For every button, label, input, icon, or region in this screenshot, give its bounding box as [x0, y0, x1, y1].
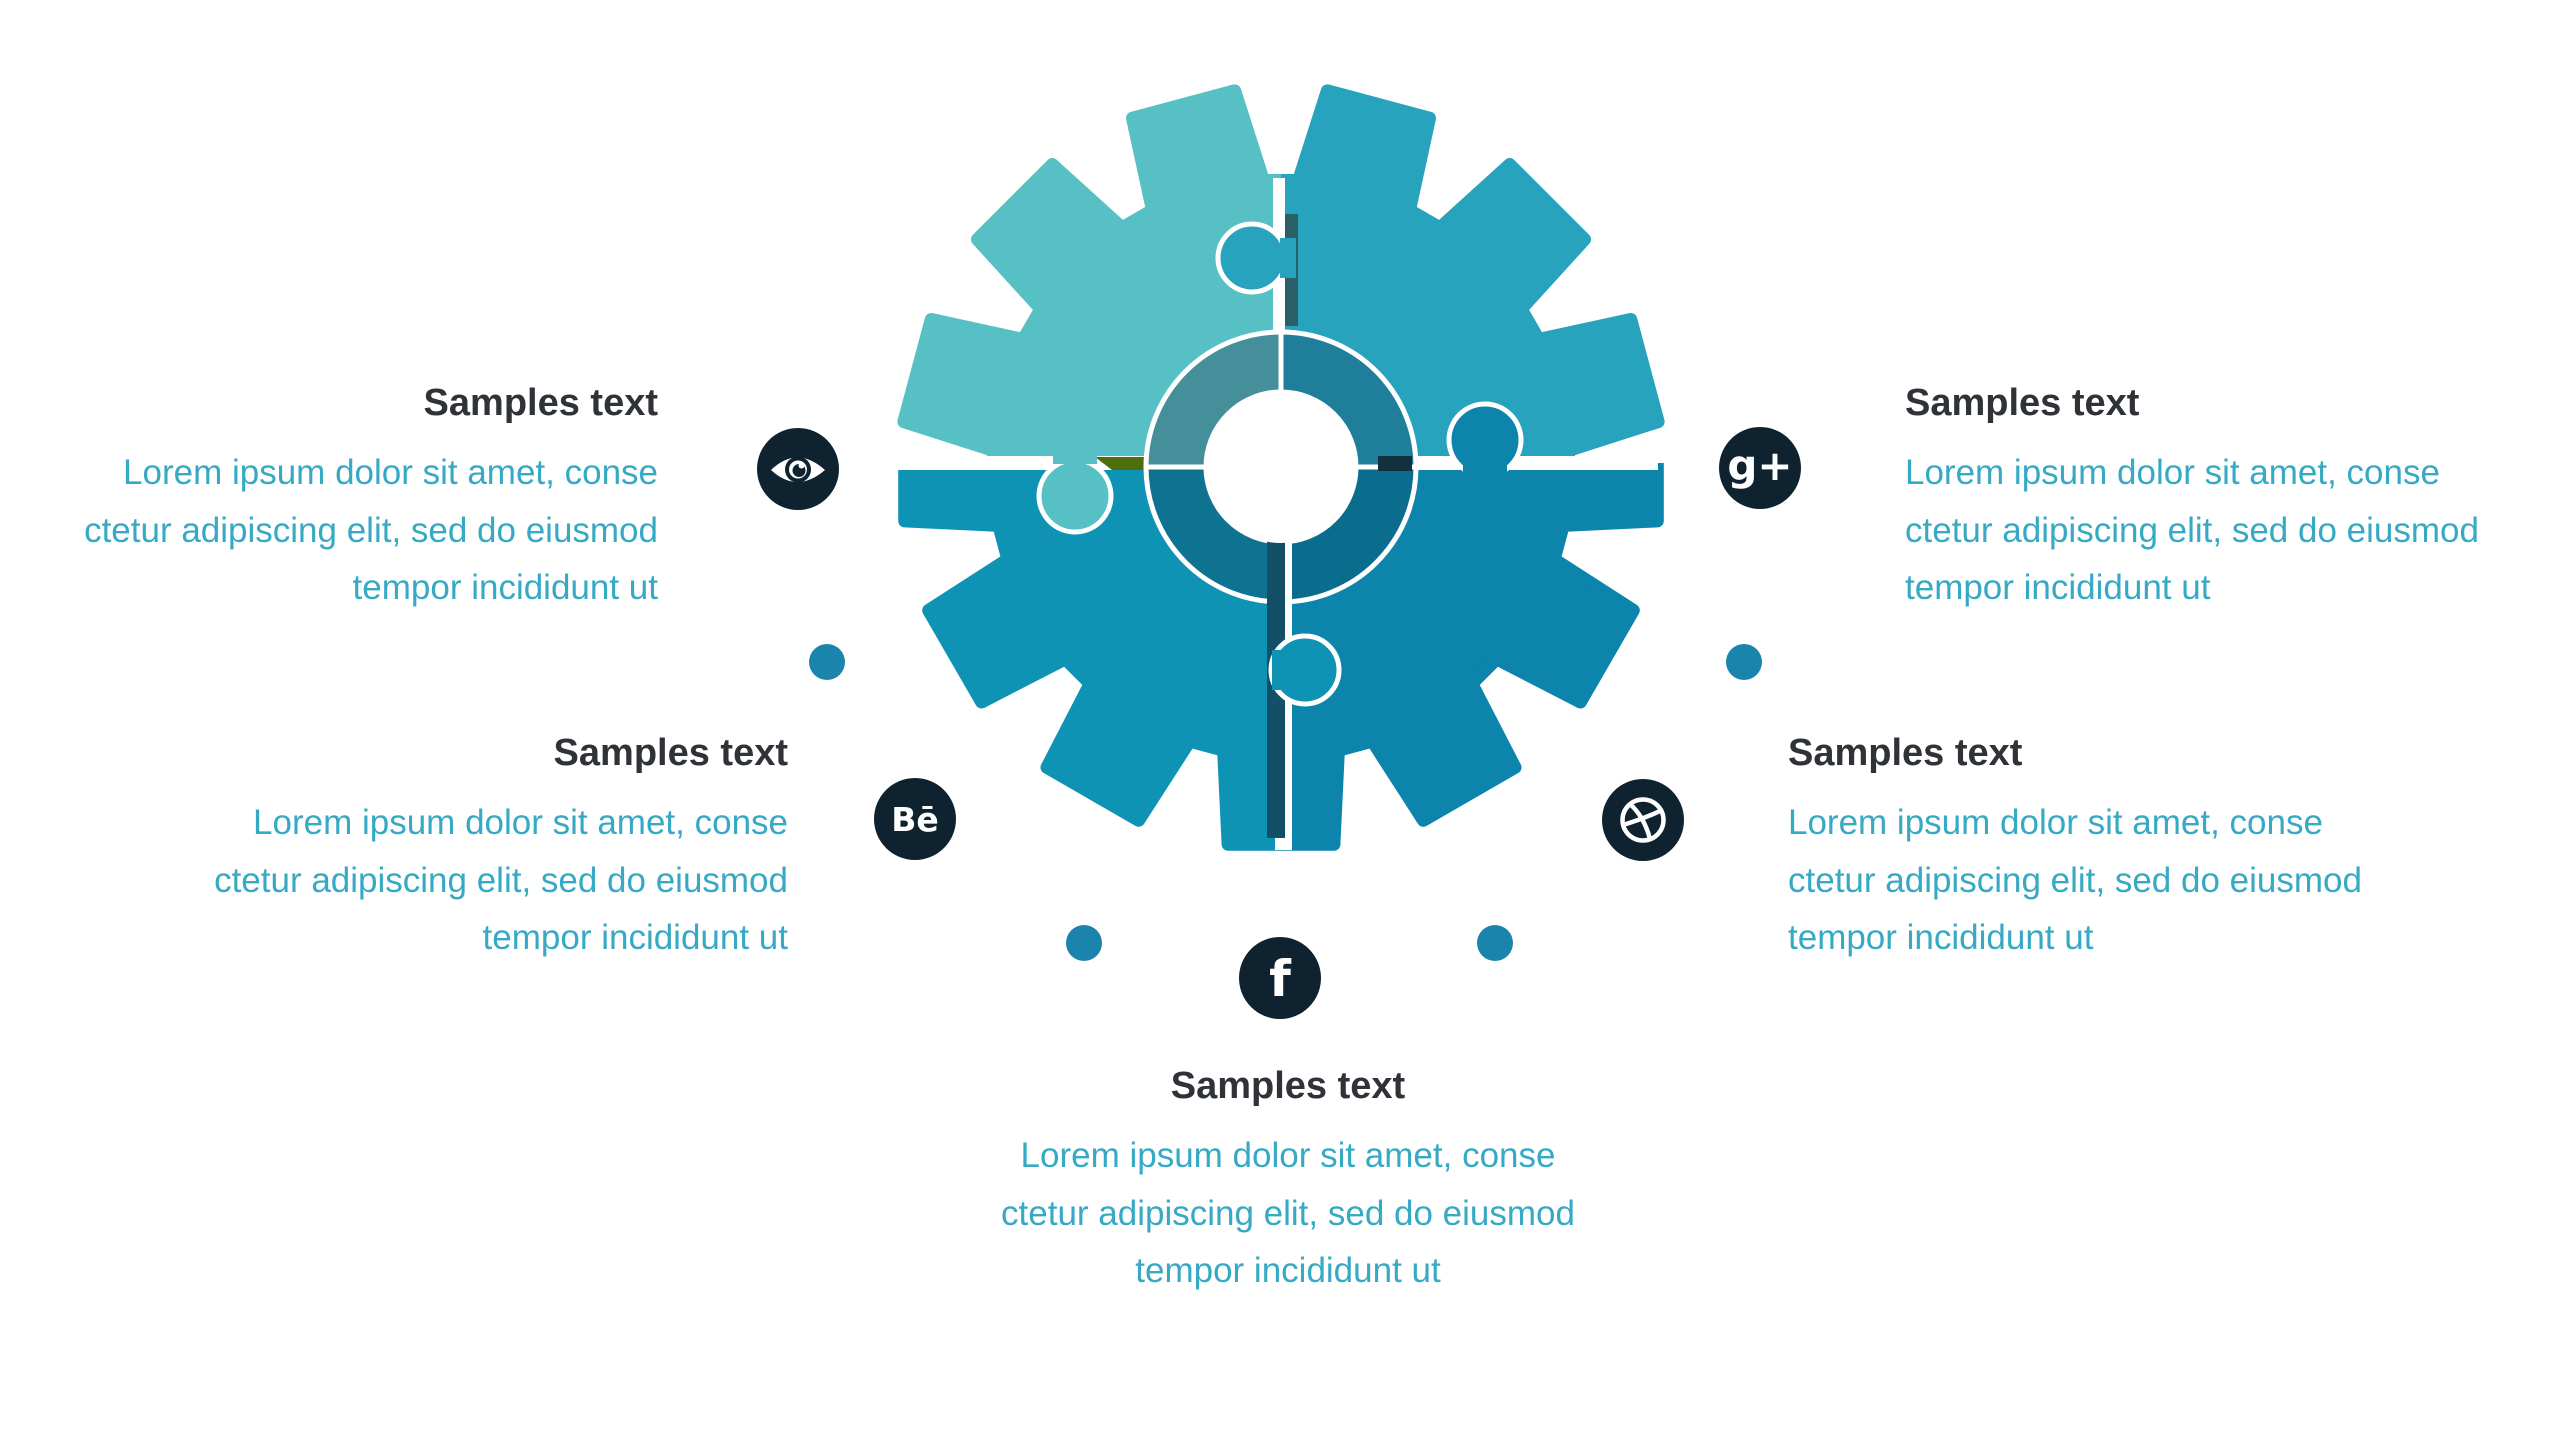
eye-icon — [757, 428, 839, 510]
dribbble-glyph — [1620, 797, 1666, 843]
accent-dot-right — [1726, 644, 1762, 680]
block-body: Lorem ipsum dolor sit amet, conse ctetur… — [1788, 803, 2362, 957]
gear-segment-top-right — [1281, 84, 1665, 463]
puzzle-tab-left-nub — [1053, 448, 1097, 464]
behance-glyph: Bē — [891, 799, 939, 839]
block-body: Lorem ipsum dolor sit amet, conse ctetur… — [1905, 453, 2479, 607]
facebook-glyph: f — [1269, 950, 1291, 1008]
block-heading: Samples text — [1170, 1065, 1406, 1107]
shadow-sliver-right — [1378, 456, 1412, 471]
text-block-mid-right: Samples text Lorem ipsum dolor sit amet,… — [1788, 731, 2408, 967]
gear-hub — [1205, 391, 1357, 543]
behance-icon: Bē — [874, 778, 956, 860]
text-block-bottom: Samples text Lorem ipsum dolor sit amet,… — [978, 1064, 1598, 1300]
gear-segment-top-left — [897, 84, 1281, 463]
block-body: Lorem ipsum dolor sit amet, conse ctetur… — [84, 453, 658, 607]
puzzle-tab-top-nub — [1280, 238, 1296, 278]
google-plus-glyph: g+ — [1727, 440, 1793, 490]
puzzle-tab-right-nub — [1463, 463, 1507, 479]
eye-glyph — [771, 456, 825, 483]
accent-dot-left — [809, 644, 845, 680]
accent-dot-bottom-left — [1066, 925, 1102, 961]
block-body: Lorem ipsum dolor sit amet, conse ctetur… — [214, 803, 788, 957]
block-heading: Samples text — [553, 732, 788, 774]
block-heading: Samples text — [1788, 732, 2023, 774]
accent-dot-bottom-right — [1477, 925, 1513, 961]
dribbble-icon — [1602, 779, 1684, 861]
facebook-icon: f — [1239, 937, 1321, 1019]
text-block-top-right: Samples text Lorem ipsum dolor sit amet,… — [1905, 381, 2525, 617]
puzzle-tab-top — [1215, 221, 1289, 295]
text-block-mid-left: Samples text Lorem ipsum dolor sit amet,… — [168, 731, 788, 967]
block-heading: Samples text — [423, 382, 658, 424]
block-body: Lorem ipsum dolor sit amet, conse ctetur… — [1001, 1136, 1575, 1290]
google-plus-icon: g+ — [1719, 427, 1801, 509]
puzzle-tab-bottom-nub — [1272, 650, 1288, 690]
puzzle-tab-left — [1036, 457, 1114, 535]
block-heading: Samples text — [1905, 382, 2140, 424]
text-block-top-left: Samples text Lorem ipsum dolor sit amet,… — [38, 381, 658, 617]
